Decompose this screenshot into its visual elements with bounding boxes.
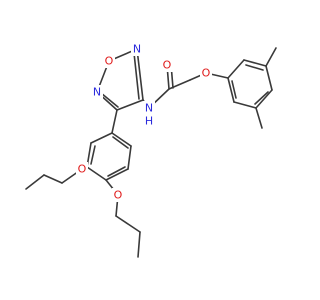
atom-layer: N O N N H O O [76,42,212,202]
atom-o-carbonyl: O [161,58,173,72]
atom-n-amide: N [143,101,155,115]
atom-label-o-propoxy2: O [114,189,123,202]
bond-line-14 [227,59,245,79]
bond-line-16 [265,65,273,91]
bond-line-30 [127,145,132,170]
bond-line-42 [137,231,141,258]
bond-line-19 [227,77,235,103]
bond-line-17 [255,89,273,109]
bond-line-3 [116,99,144,111]
bond-line-23 [265,47,277,67]
atom-o-ether: O [200,66,212,80]
atom-o-propoxy2: O [112,188,124,202]
atom-label-o-propoxy1: O [78,163,87,176]
atom-n-left: N [91,85,103,99]
atom-o-propoxy1: O [76,162,88,176]
bond-line-28 [86,166,107,181]
double-bond-line-5 [100,92,119,108]
bond-line-26 [90,132,113,144]
bond-line-29 [105,168,129,181]
molecule-diagram: N O N N H O O [25,42,277,258]
atom-label-n-left: N [93,86,101,99]
bond-line-31 [111,132,132,147]
atom-o-ring: O [103,54,115,68]
double-bond-line-33 [107,166,126,177]
atom-label-o-ether: O [202,67,211,80]
bond-line-18 [233,101,257,109]
bond-line-25 [111,109,118,134]
atom-label-o-carbonyl: O [163,59,172,72]
bond-line-37 [43,174,63,184]
bond-line-38 [25,174,45,190]
double-bond-line-20 [245,64,264,71]
atom-label-o-ring: O [105,55,114,68]
double-bond-line-6 [133,52,140,100]
bond-line-4 [136,48,144,101]
double-bond-line-21 [254,91,269,105]
double-bond-line-32 [90,145,96,165]
bond-line-41 [115,215,141,233]
atom-label-n-top: N [133,43,141,56]
bond-line-24 [255,107,263,129]
bond-line-15 [243,59,267,67]
atom-n-top: N [131,42,143,56]
atom-label-n-amide: N [145,102,153,115]
molecule-structure-svg: N O N N H O O [25,42,277,258]
atom-label-h-amide: H [145,115,153,128]
double-bond-line-22 [231,80,237,99]
atom-h-amide: H [143,114,155,128]
bond-line-11 [168,79,191,90]
double-bond-line-34 [112,136,129,149]
bond-layer [25,47,277,258]
